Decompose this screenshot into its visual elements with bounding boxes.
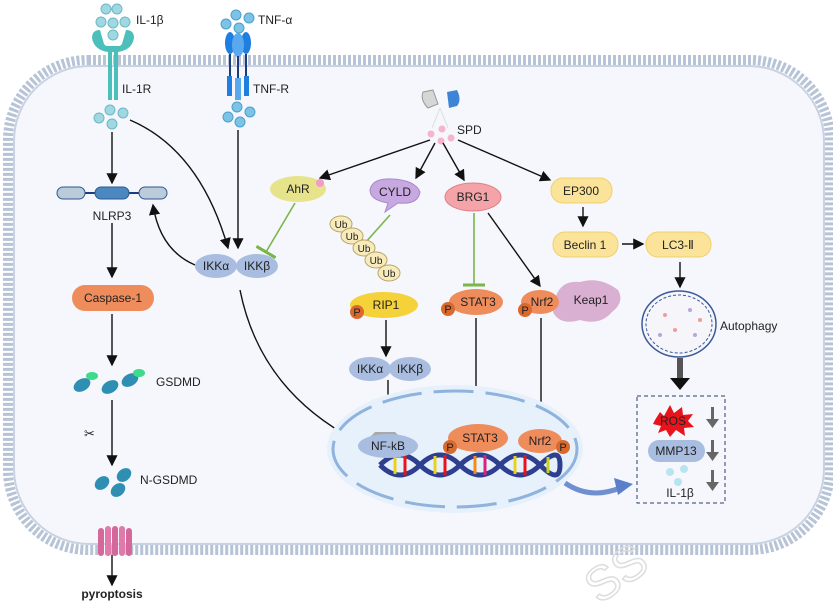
ep300: EP300 — [550, 177, 613, 204]
phospho-label: P — [353, 307, 360, 319]
ahr-label: AhR — [286, 182, 310, 196]
ub-label: Ub — [346, 232, 359, 243]
ikk-beta-label: IKKβ — [397, 362, 423, 376]
svg-text:✂: ✂ — [84, 426, 95, 441]
stat3-nuclear-label: STAT3 — [462, 431, 498, 445]
arrow-autophagy-outcome — [670, 358, 690, 390]
arrow-spd-ep300 — [457, 139, 552, 182]
phospho-label: P — [521, 305, 528, 317]
ros-label: ROS — [660, 414, 686, 428]
inhibit-cyld-ub — [355, 214, 391, 252]
ub-label: Ub — [383, 269, 396, 280]
nfkb: NF-kB — [358, 432, 418, 458]
phospho-label: P — [446, 442, 453, 454]
pyroptosis-pore-icon — [98, 526, 132, 556]
pyroptosis-label: pyroptosis — [81, 587, 143, 601]
arrow-spd-cyld — [415, 142, 436, 180]
beclin1-label: Beclin 1 — [564, 238, 607, 252]
ahr: AhR — [270, 176, 326, 202]
n-gsdmd: N-GSDMD — [94, 468, 198, 497]
tnfr-label: TNF-R — [253, 82, 289, 96]
nrf2-keap1: P Nrf2 Keap1 — [518, 280, 621, 322]
stat3-phospho: P STAT3 — [441, 289, 503, 316]
nlrp3-label: NLRP3 — [93, 209, 132, 223]
tnfa-ligand: TNF-α — [220, 9, 292, 34]
phospho-label: P — [559, 442, 566, 454]
cyld: CYLD — [369, 178, 421, 214]
arrow-spd-brg1 — [442, 142, 465, 182]
ikk-alpha-label: IKKα — [203, 259, 229, 273]
ikk-complex-2: IKKα IKKβ — [349, 357, 431, 381]
lc3-ii: LC3-Ⅱ — [645, 231, 712, 258]
beclin1: Beclin 1 — [552, 231, 619, 258]
ep300-label: EP300 — [563, 184, 599, 198]
ub-label: Ub — [370, 256, 383, 267]
spd-molecules: SPD — [427, 123, 482, 145]
keap1-label: Keap1 — [574, 293, 609, 307]
cell-membrane — [3, 55, 833, 555]
inhibition-lines — [255, 202, 486, 287]
rip1-label: RIP1 — [373, 298, 400, 312]
nrf2-label: Nrf2 — [531, 295, 554, 309]
autophagosome: Autophagy — [641, 290, 777, 358]
gsdmd: GSDMD — [73, 369, 201, 394]
il1r-label: IL-1R — [122, 82, 152, 96]
ikk-complex: IKKα IKKβ — [195, 254, 278, 278]
arrow-ikk-nfkb — [239, 289, 357, 441]
nfkb-label: NF-kB — [371, 439, 405, 453]
rip1: P RIP1 — [350, 292, 418, 319]
arrow-spd-ahr — [318, 139, 431, 181]
il1r-receptor: IL-1R — [92, 29, 152, 100]
mmp13-label: MMP13 — [655, 444, 697, 458]
il1b-ligand: IL-1β — [95, 3, 164, 29]
ub-label: Ub — [335, 220, 348, 231]
arrow-ikk-nlrp3 — [148, 203, 196, 266]
spd-label: SPD — [457, 123, 482, 137]
nlrp3: NLRP3 — [56, 186, 168, 223]
inhibit-ahr-ikk — [255, 202, 296, 260]
caspase1: Caspase-1 — [72, 285, 154, 311]
il1b-label: IL-1β — [136, 13, 164, 27]
tnfr-signal-dots — [222, 101, 256, 128]
ubiquitin-chain: Ub Ub Ub Ub Ub — [329, 215, 401, 282]
nrf2-nuclear: P Nrf2 — [518, 429, 570, 454]
tnfr-receptor: TNF-R — [225, 32, 289, 100]
ros-burst-icon — [653, 405, 694, 437]
arrow-il1r-ikk — [129, 119, 231, 250]
brg1-label: BRG1 — [457, 190, 490, 204]
il1r-signal-dots — [93, 104, 129, 130]
stat3-nuclear: P STAT3 — [443, 424, 508, 454]
arrow-brg1-nrf2 — [487, 212, 541, 288]
ikk-beta-label: IKKβ — [244, 259, 270, 273]
spd-capsule-icon — [421, 89, 460, 129]
gsdmd-label: GSDMD — [156, 375, 201, 389]
n-gsdmd-label: N-GSDMD — [140, 473, 198, 487]
nrf2-nuclear-label: Nrf2 — [529, 434, 552, 448]
stat3-label: STAT3 — [460, 295, 496, 309]
arrow-nucleus-outcome — [563, 478, 633, 496]
lc3-label: LC3-Ⅱ — [662, 238, 694, 252]
caspase1-label: Caspase-1 — [84, 291, 142, 305]
down-arrow-icons — [706, 407, 719, 491]
activation-arrows — [106, 119, 686, 587]
ikk-alpha-label: IKKα — [357, 362, 383, 376]
brg1: BRG1 — [444, 182, 502, 212]
outcome-box: ROS MMP13 IL-1β — [636, 395, 726, 504]
ub-label: Ub — [358, 244, 371, 255]
scissors-icon: ✂ — [84, 426, 95, 441]
cyld-label: CYLD — [379, 185, 411, 199]
autophagy-label: Autophagy — [720, 319, 777, 333]
dna-helix — [378, 452, 563, 478]
tnfa-label: TNF-α — [258, 13, 292, 27]
phospho-label: P — [444, 304, 451, 316]
il1b-outcome-label: IL-1β — [666, 486, 694, 500]
